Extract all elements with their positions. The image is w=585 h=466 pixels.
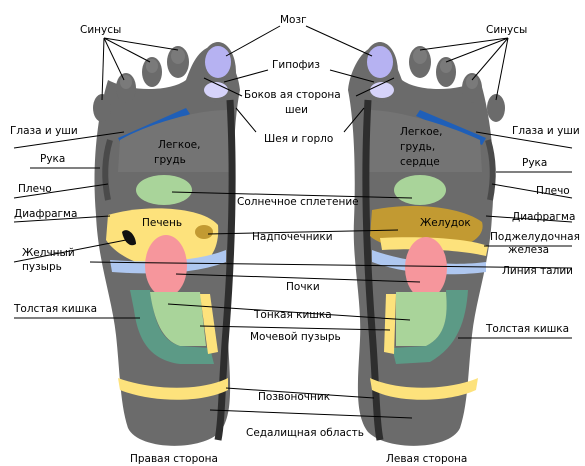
label-liver: Печень <box>142 217 182 229</box>
label-left-side: Левая сторона <box>386 453 467 465</box>
label-kidneys: Почки <box>286 281 320 293</box>
label-side-neck-1: Боков ая сторона <box>244 89 341 101</box>
label-pancreas-2: железа <box>508 244 549 256</box>
right-pituitary-zone <box>204 82 228 98</box>
label-side-neck-2: шеи <box>285 104 308 116</box>
label-shoulder-right: Плечо <box>536 185 570 197</box>
label-diaphragm-right: Диафрагма <box>512 211 575 223</box>
label-gall-2: пузырь <box>22 261 62 273</box>
left-brain-zone <box>367 46 393 78</box>
label-arm-right: Рука <box>522 157 547 169</box>
right-foot <box>93 42 240 446</box>
label-sinuses-left: Синусы <box>80 24 121 36</box>
label-arm-left: Рука <box>40 153 65 165</box>
label-lung-left-2: грудь, <box>400 141 435 153</box>
left-solar-plexus <box>394 175 446 205</box>
label-shoulder-left: Плечо <box>18 183 52 195</box>
left-foot <box>348 42 505 446</box>
label-adrenals: Надпочечники <box>252 231 333 243</box>
label-eyes-ears-right: Глаза и уши <box>512 125 580 137</box>
left-sinus-4 <box>466 75 478 89</box>
right-sinus-4 <box>120 75 132 89</box>
label-bladder: Мочевой пузырь <box>250 331 341 343</box>
label-sciatic: Седалищная область <box>246 427 364 439</box>
label-lung-right-2: грудь <box>154 154 186 166</box>
left-kidney <box>405 237 447 299</box>
right-brain-zone <box>205 46 231 78</box>
label-pancreas-1: Поджелудочная <box>490 231 580 243</box>
label-waist-line: Линия талии <box>502 265 573 277</box>
labels: Синусы Синусы Мозг Гипофиз Боков ая стор… <box>10 14 580 465</box>
label-brain: Мозг <box>280 14 307 26</box>
right-solar-plexus <box>136 175 192 205</box>
label-lung-left-1: Легкое, <box>400 126 442 138</box>
label-spine: Позвоночник <box>258 391 330 403</box>
label-stomach: Желудок <box>420 217 471 229</box>
label-small-intestine: Тонкая кишка <box>253 309 332 321</box>
label-pituitary: Гипофиз <box>272 59 320 71</box>
right-adrenal <box>195 225 213 239</box>
label-eyes-ears-left: Глаза и уши <box>10 125 78 137</box>
label-large-intestine-left: Толстая кишка <box>13 303 97 315</box>
label-gall-1: Желчный <box>22 247 75 259</box>
label-lung-left-3: сердце <box>400 156 440 168</box>
left-bladder <box>384 294 396 354</box>
label-large-intestine-right: Толстая кишка <box>485 323 569 335</box>
right-sinus-2 <box>171 48 185 64</box>
label-right-side: Правая сторона <box>130 453 218 465</box>
label-sinuses-right: Синусы <box>486 24 527 36</box>
right-kidney <box>145 235 187 297</box>
left-sinus-2 <box>413 48 427 64</box>
label-lung-right-1: Легкое, <box>158 139 200 151</box>
label-solar-plexus: Солнечное сплетение <box>237 196 359 208</box>
label-neck-throat: Шея и горло <box>264 133 333 145</box>
left-pituitary-zone <box>370 82 394 98</box>
left-sinus-3 <box>440 59 452 73</box>
label-diaphragm-left: Диафрагма <box>14 208 77 220</box>
